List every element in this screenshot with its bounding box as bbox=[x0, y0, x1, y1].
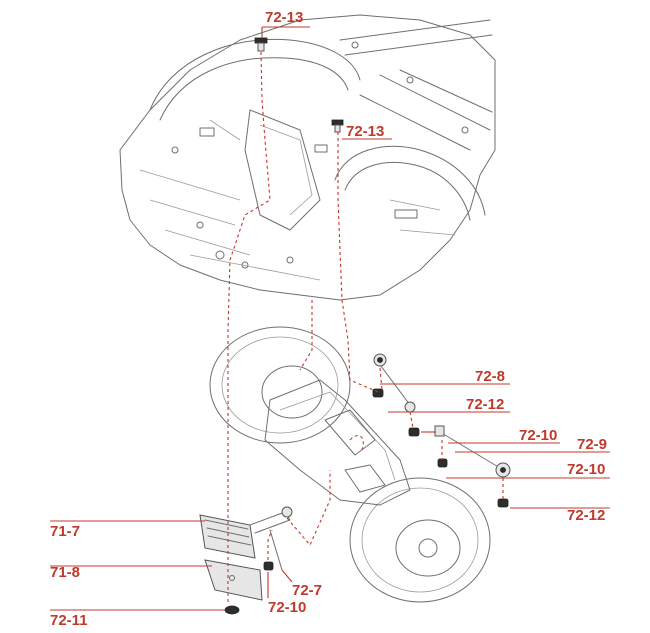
nut-72-12-lower bbox=[497, 498, 509, 508]
chassis-underside bbox=[119, 14, 496, 301]
nut-72-12-upper bbox=[372, 388, 384, 398]
assembly-dashed-lines bbox=[227, 51, 504, 605]
washer-72-11 bbox=[224, 605, 240, 615]
bolt-72-13-mid bbox=[331, 119, 344, 133]
wheel-right bbox=[349, 477, 491, 603]
rear-axle-housing bbox=[264, 379, 411, 506]
label-71-7: 71-7 bbox=[50, 523, 80, 540]
nut-72-10-upper bbox=[408, 427, 420, 437]
label-72-10-bottom: 72-10 bbox=[268, 599, 306, 616]
label-72-12-upper: 72-12 bbox=[466, 396, 504, 413]
callout-labels: 72-13 72-13 72-8 72-12 72-10 72-9 72-10 … bbox=[50, 9, 607, 629]
label-71-8: 71-8 bbox=[50, 564, 80, 581]
label-72-10-upper: 72-10 bbox=[519, 427, 557, 444]
bolt-72-13-top bbox=[254, 37, 268, 52]
label-72-13-top: 72-13 bbox=[265, 9, 303, 26]
mounting-plate-71-8 bbox=[204, 559, 263, 601]
nut-72-10-bottom bbox=[263, 561, 274, 571]
label-72-9: 72-9 bbox=[577, 436, 607, 453]
sensor-bracket-71-7 bbox=[199, 506, 293, 571]
label-72-7: 72-7 bbox=[292, 582, 322, 599]
label-72-11: 72-11 bbox=[50, 612, 88, 629]
label-72-10-right: 72-10 bbox=[567, 461, 605, 478]
label-72-12-lower: 72-12 bbox=[567, 507, 605, 524]
label-72-8: 72-8 bbox=[475, 368, 505, 385]
nut-72-10-right bbox=[437, 458, 448, 468]
label-72-13-mid: 72-13 bbox=[346, 123, 384, 140]
upper-link-72-8 bbox=[373, 353, 416, 413]
leader-lines bbox=[50, 26, 610, 611]
wheel-left bbox=[209, 326, 351, 444]
lateral-rod-72-9 bbox=[434, 425, 511, 478]
